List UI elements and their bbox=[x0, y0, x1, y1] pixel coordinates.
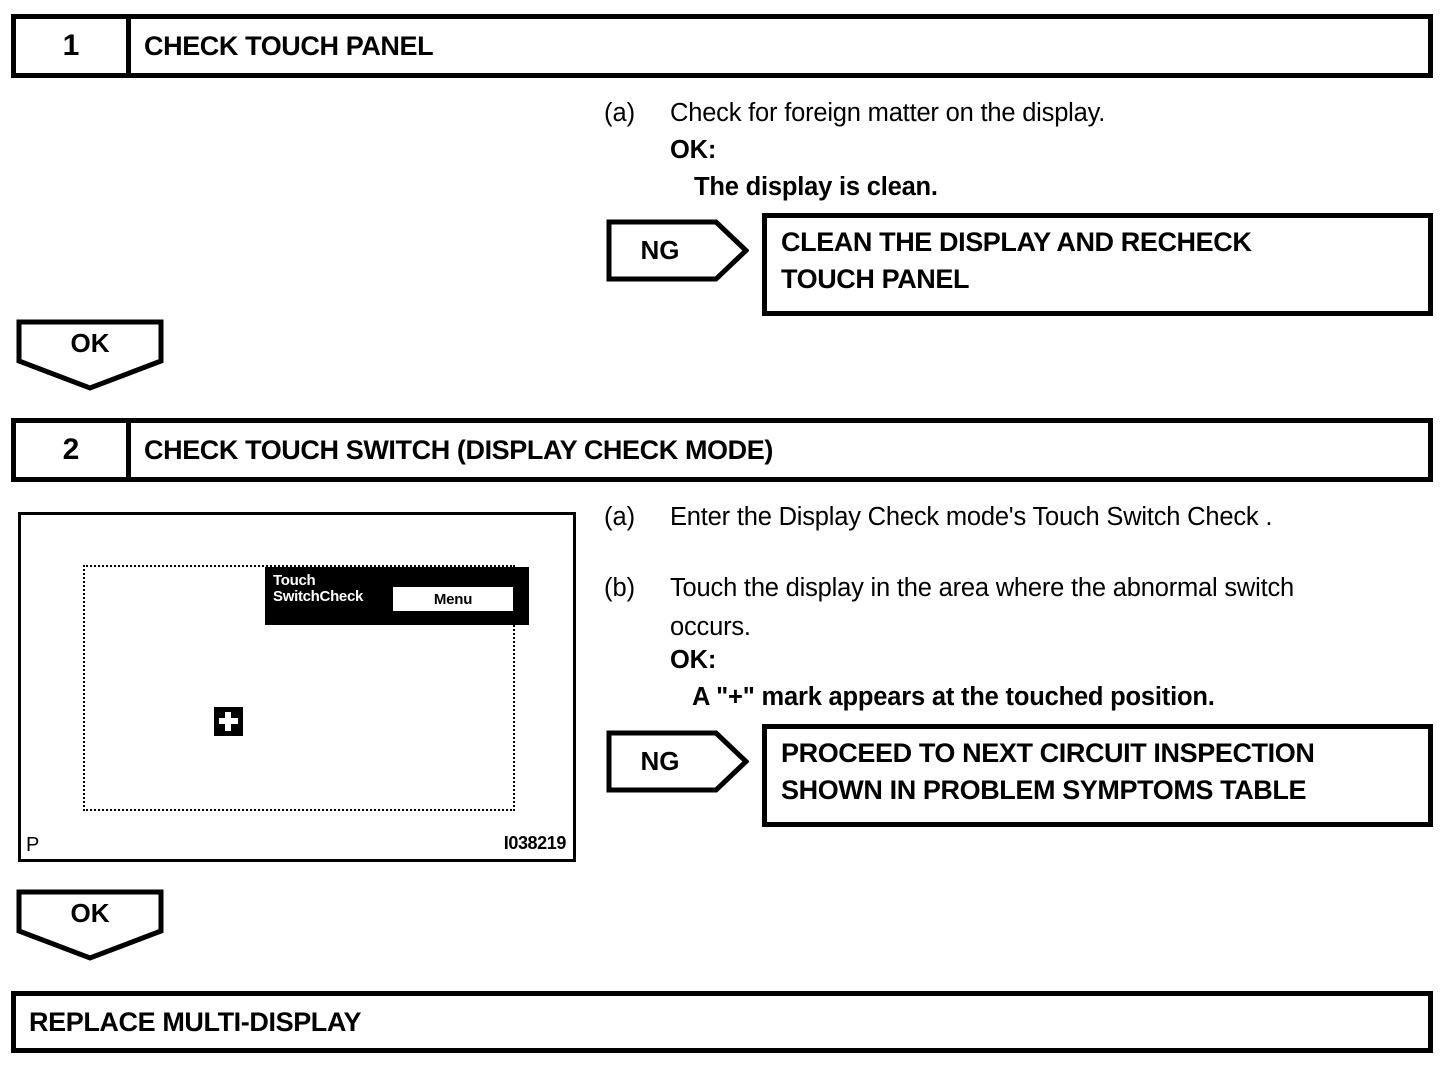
illustration-figure-code: I038219 bbox=[503, 833, 567, 853]
step-2-ok-arrow-label: OK bbox=[70, 897, 110, 928]
step-1-ok-label: OK: bbox=[670, 136, 717, 164]
step-1-number: 1 bbox=[16, 19, 131, 73]
step-2-header: 2 CHECK TOUCH SWITCH (DISPLAY CHECK MODE… bbox=[11, 418, 1433, 482]
illustration-screen-title-line2: SwitchCheck bbox=[273, 588, 364, 606]
step-1-ng-result-line2: TOUCH PANEL bbox=[781, 264, 970, 295]
step-1-ok-arrow: OK bbox=[16, 319, 164, 391]
final-action-box: REPLACE MULTI-DISPLAY bbox=[11, 991, 1433, 1053]
step-2-ng-arrow: NG bbox=[606, 730, 749, 793]
step-2-item-b-marker: (b) bbox=[604, 574, 636, 602]
step-2-item-a-marker: (a) bbox=[604, 503, 636, 531]
step-1-header: 1 CHECK TOUCH PANEL bbox=[11, 14, 1433, 78]
step-2-ng-result-box: PROCEED TO NEXT CIRCUIT INSPECTION SHOWN… bbox=[762, 724, 1433, 827]
step-2-item-a-text: Enter the Display Check mode's Touch Swi… bbox=[670, 503, 1273, 531]
illustration-touch-plus-mark bbox=[214, 707, 243, 736]
illustration-menu-button[interactable]: Menu bbox=[393, 587, 513, 611]
step-1-item-a-marker: (a) bbox=[604, 99, 636, 127]
illustration-corner-label: P bbox=[26, 834, 40, 856]
step-2-title: CHECK TOUCH SWITCH (DISPLAY CHECK MODE) bbox=[144, 434, 773, 465]
step-2-ok-criteria: A "+" mark appears at the touched positi… bbox=[692, 683, 1215, 711]
step-1-ng-label: NG bbox=[640, 235, 680, 265]
illustration-screen-title-line1: Touch bbox=[273, 572, 316, 589]
final-action-label: REPLACE MULTI-DISPLAY bbox=[29, 1006, 362, 1037]
step-1-ok-arrow-label: OK bbox=[70, 327, 110, 358]
step-2-ok-arrow: OK bbox=[16, 889, 164, 961]
step-2-item-b-text: Touch the display in the area where the … bbox=[670, 574, 1295, 602]
step-2-item-b-text-cont: occurs. bbox=[670, 613, 751, 641]
step-1-title: CHECK TOUCH PANEL bbox=[144, 30, 434, 61]
step-2-ng-result-line1: PROCEED TO NEXT CIRCUIT INSPECTION bbox=[781, 738, 1315, 768]
plus-vertical-bar bbox=[225, 712, 231, 731]
step-2-ng-result-line2: SHOWN IN PROBLEM SYMPTOMS TABLE bbox=[781, 775, 1307, 806]
step-1-item-a-text: Check for foreign matter on the display. bbox=[670, 99, 1106, 127]
step-1-ng-result-line1: CLEAN THE DISPLAY AND RECHECK bbox=[781, 227, 1252, 257]
step-1-ok-criteria: The display is clean. bbox=[694, 173, 938, 201]
step-2-ng-label: NG bbox=[640, 746, 680, 776]
step-1-ng-result-box: CLEAN THE DISPLAY AND RECHECK TOUCH PANE… bbox=[762, 213, 1433, 316]
step-2-ok-label: OK: bbox=[670, 646, 717, 674]
step-2-number: 2 bbox=[16, 423, 131, 477]
step-1-ng-arrow: NG bbox=[606, 219, 749, 282]
